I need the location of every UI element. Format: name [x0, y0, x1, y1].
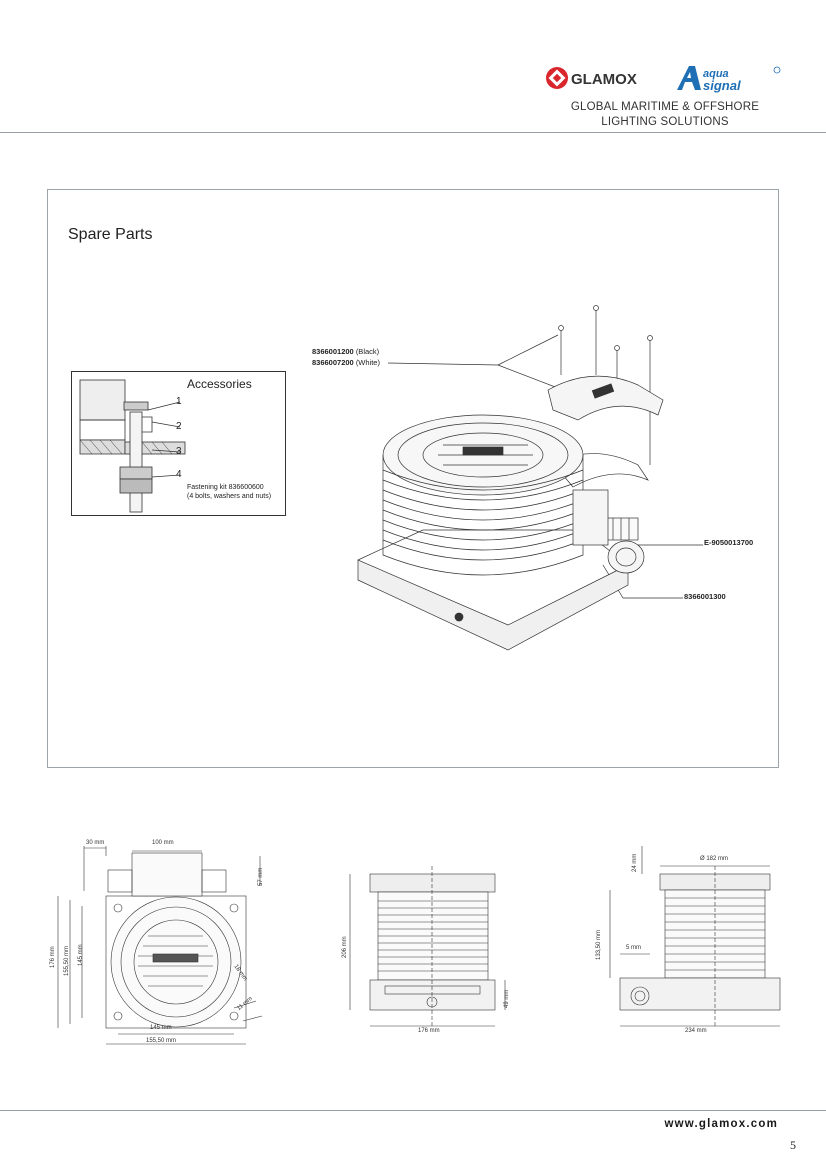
aqua-signal-logo-icon: aqua signal: [677, 66, 781, 93]
dim-176-width: 176 mm: [418, 1028, 440, 1034]
dim-57: 57 mm: [258, 867, 264, 886]
svg-text:aqua: aqua: [703, 68, 729, 80]
dim-206: 206 mm: [342, 936, 348, 958]
part-number-cover-black: 8366001200 (Black): [312, 347, 380, 356]
callout-2: 2: [176, 421, 182, 432]
dim-155-50-vertical: 155,50 mm: [64, 945, 70, 976]
tagline-line2: LIGHTING SOLUTIONS: [601, 116, 729, 128]
accessories-box: Accessories 1 2 3 4 Fastening kit 836600…: [71, 371, 286, 516]
website-link[interactable]: www.glamox.com: [664, 1118, 778, 1130]
callout-1: 1: [176, 396, 182, 407]
glamox-wordmark: GLAMOX: [571, 71, 637, 88]
footer-divider: [0, 1110, 826, 1111]
spare-parts-panel: Spare Parts Accessories 1: [47, 189, 779, 768]
dimension-drawing-side-view: 206 mm 49 mm 176 mm: [340, 836, 520, 1036]
dim-100: 100 mm: [152, 840, 174, 846]
callout-4: 4: [176, 469, 182, 480]
dim-diameter-182: Ø 182 mm: [700, 856, 729, 862]
dimension-drawing-front-view: 24 mm Ø 182 mm 133,50 mm 5 mm 234 mm: [590, 836, 790, 1036]
tagline-line1: GLOBAL MARITIME & OFFSHORE: [570, 101, 760, 113]
spare-parts-title: Spare Parts: [68, 226, 153, 243]
callout-3: 3: [176, 446, 182, 457]
brand-logos: GLAMOX aqua signal: [545, 64, 785, 100]
dim-145-vertical: 145 mm: [78, 944, 84, 966]
dim-234: 234 mm: [685, 1028, 707, 1034]
svg-text:signal: signal: [703, 78, 741, 93]
glamox-logo-icon: GLAMOX aqua signal: [546, 66, 781, 93]
page-number: 5: [790, 1138, 796, 1152]
fastening-kit-text: Fastening kit 836600600 (4 bolts, washer…: [187, 483, 285, 501]
dim-155-50-horizontal: 155,50 mm: [146, 1038, 177, 1044]
fastening-detail-drawing: [79, 379, 186, 513]
accessories-title: Accessories: [187, 377, 252, 391]
dim-49: 49 mm: [504, 989, 510, 1008]
part-number-terminal-block: E-9050013700: [704, 538, 754, 547]
dim-24: 24 mm: [632, 853, 638, 872]
dimension-drawing-top-view: 30 mm 100 mm 57 mm 176 mm 155,50 mm 145 …: [48, 836, 278, 1051]
dim-30: 30 mm: [86, 840, 105, 846]
exploded-assembly-drawing: [357, 305, 703, 651]
part-number-cover-white: 8366007200 (White): [312, 358, 380, 367]
part-number-cable-gland: 8366001300: [684, 592, 726, 601]
dim-176: 176 mm: [50, 946, 56, 968]
header-divider: [0, 132, 826, 133]
dim-133-50: 133,50 mm: [596, 929, 602, 960]
dim-5: 5 mm: [626, 945, 641, 951]
fastening-kit-line2: (4 bolts, washers and nuts): [187, 493, 272, 500]
fastening-kit-line1: Fastening kit 836600600: [187, 484, 264, 491]
dim-145-horizontal: 145 mm: [150, 1025, 172, 1031]
